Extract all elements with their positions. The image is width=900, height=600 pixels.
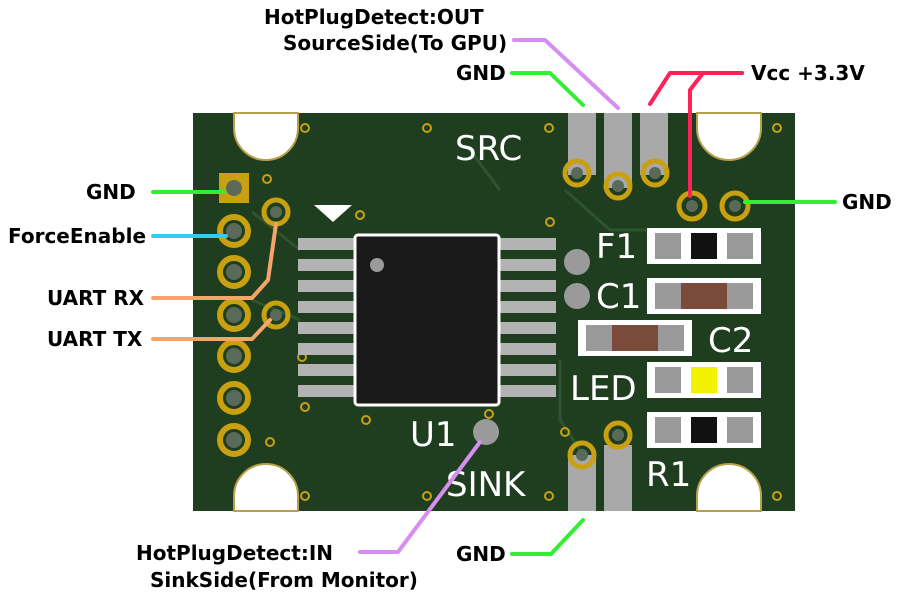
silk-src-label: SRC [455, 129, 522, 169]
uart-tx-label: UART TX [47, 327, 143, 351]
hpd-out-label: HotPlugDetect:OUT [264, 5, 484, 29]
gnd-bottom-label: GND [456, 542, 506, 566]
uart-pads [261, 197, 291, 330]
hpd-out-leader [512, 38, 620, 110]
silk-c2-label: C2 [708, 321, 753, 361]
silk-c1-label: C1 [596, 277, 641, 317]
silk-u1-label: U1 [410, 415, 457, 455]
pin1-marker-icon [314, 205, 352, 222]
force-enable-label: ForceEnable [8, 224, 146, 248]
hpd-in-label: HotPlugDetect:IN [136, 541, 333, 565]
gnd-bottom-leader [510, 518, 585, 556]
hpd-in-leader [358, 440, 482, 554]
u1-chip [298, 205, 556, 407]
uart-rx-label: UART RX [47, 286, 145, 310]
silk-led-label: LED [570, 369, 637, 409]
c2-capacitor [578, 320, 692, 356]
vcc-leader-b [688, 71, 744, 198]
left-header-pins [217, 173, 251, 457]
silk-r1-label: R1 [646, 455, 691, 495]
hpd-in-sublabel: SinkSide(From Monitor) [150, 568, 418, 592]
vcc-leader-a [648, 71, 744, 106]
silk-f1-label: F1 [596, 227, 637, 267]
test-pads [473, 249, 590, 445]
led-component [647, 362, 761, 398]
uart-tx-leader [151, 318, 272, 341]
gnd-top-leader [510, 71, 585, 107]
uart-rx-leader [151, 222, 278, 300]
c1-capacitor [647, 278, 761, 314]
vcc-label: Vcc +3.3V [751, 61, 865, 85]
gnd-top-label: GND [456, 61, 506, 85]
gnd-right-label: GND [842, 190, 892, 214]
r1-resistor [647, 412, 761, 448]
gnd-left-label: GND [86, 180, 136, 204]
hpd-out-sublabel: SourceSide(To GPU) [283, 31, 507, 55]
f1-fuse [647, 228, 761, 264]
